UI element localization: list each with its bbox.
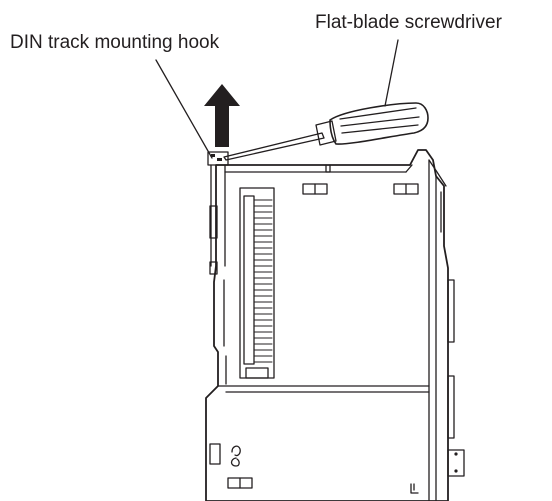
din-track-mounting-hook (207, 151, 229, 267)
terminal-block (239, 187, 275, 379)
hook-leader-line (155, 59, 213, 159)
handle-groove (341, 124, 419, 134)
housing-outline (205, 149, 449, 501)
hook-callout-label: DIN track mounting hook (10, 32, 220, 53)
flat-blade-screwdriver (223, 102, 429, 161)
screwdriver-leader-line (384, 39, 399, 107)
screwdriver-callout-label: Flat-blade screwdriver (315, 12, 502, 33)
handle-groove (339, 107, 417, 120)
screwdriver-handle (329, 102, 429, 145)
latch-clip (230, 445, 241, 467)
up-arrow-icon (204, 84, 240, 147)
bottom-vent (227, 477, 253, 489)
top-vent-right (393, 183, 419, 195)
unit-housing (205, 149, 465, 501)
terminal-ribs (253, 199, 273, 363)
screwdriver-shaft (223, 132, 325, 161)
handle-groove (340, 116, 420, 127)
bottom-right-mark (410, 483, 419, 494)
top-vent-left (302, 183, 328, 195)
screwdriver-ferrule (315, 120, 337, 146)
